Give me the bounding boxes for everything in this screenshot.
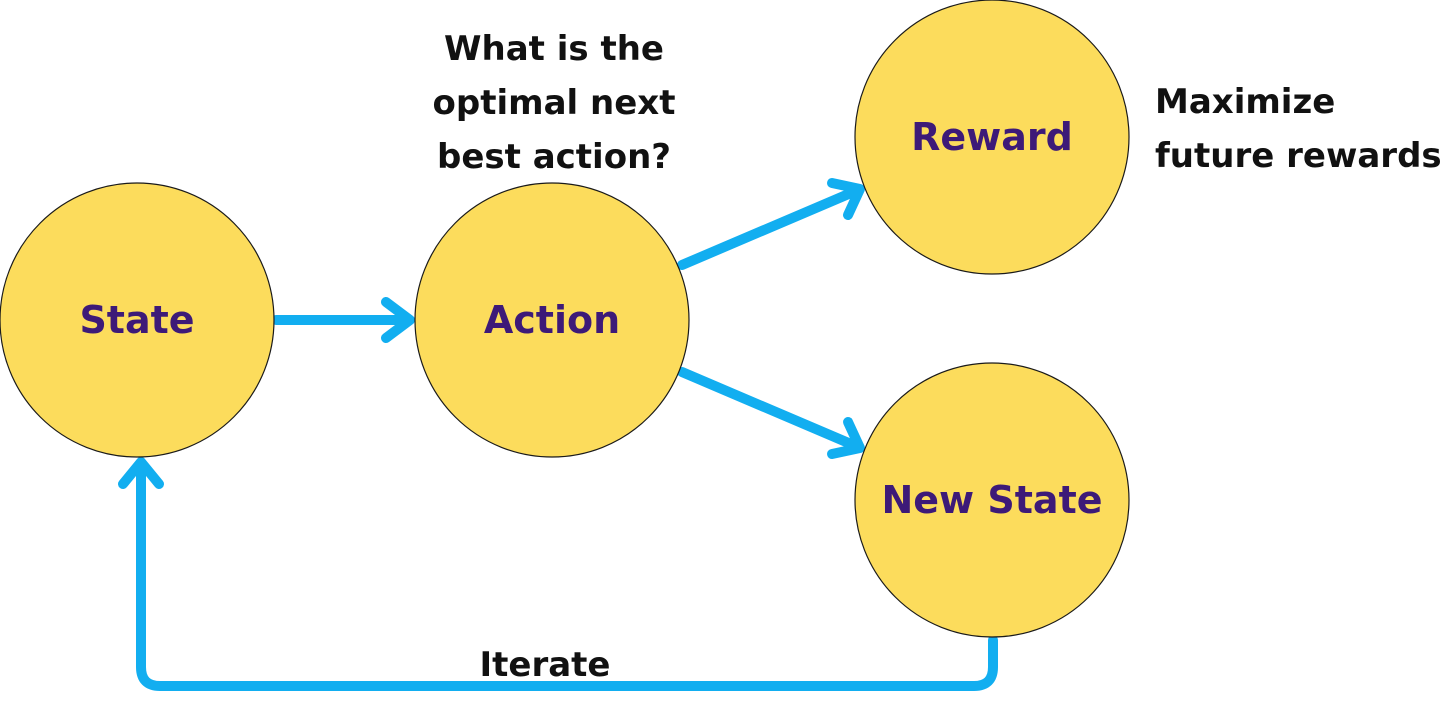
goal-annotation: Maximize future rewards bbox=[1155, 82, 1442, 176]
iterate-label: Iterate bbox=[480, 645, 611, 685]
question-line-2: optimal next bbox=[433, 83, 676, 123]
question-line-3: best action? bbox=[437, 137, 671, 177]
edge-iterate-loop bbox=[118, 457, 998, 691]
action-circle bbox=[414, 182, 690, 458]
reward-label: Reward bbox=[911, 115, 1073, 159]
node-reward: Reward bbox=[854, 0, 1130, 275]
state-circle bbox=[0, 182, 275, 458]
reward-circle bbox=[854, 0, 1130, 275]
action-label: Action bbox=[484, 298, 620, 342]
state-label: State bbox=[79, 298, 194, 342]
edge-state-to-action bbox=[271, 297, 415, 343]
node-action: Action bbox=[414, 182, 690, 458]
question-annotation: What is the optimal next best action? bbox=[433, 29, 676, 177]
edge-action-to-new-state bbox=[677, 367, 865, 459]
edge-action-to-reward bbox=[677, 178, 865, 270]
node-state: State bbox=[0, 182, 275, 458]
new-state-circle bbox=[854, 362, 1130, 638]
new-state-label: New State bbox=[881, 478, 1102, 522]
node-new-state: New State bbox=[854, 362, 1130, 638]
goal-line-2: future rewards bbox=[1155, 136, 1442, 176]
goal-line-1: Maximize bbox=[1155, 82, 1335, 122]
question-line-1: What is the bbox=[444, 29, 664, 69]
